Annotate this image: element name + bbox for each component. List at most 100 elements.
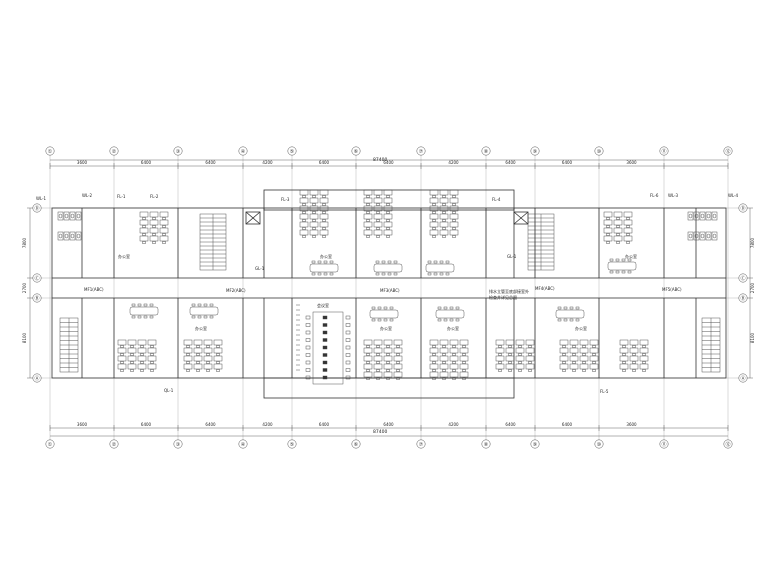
desks-sw-2-chair-0-0: [186, 345, 190, 348]
meeting-table-n2-chair-top-3: [393, 260, 398, 264]
axis-top-11: ⑪: [659, 146, 669, 156]
desks-se-3-chair-1-1: [632, 353, 636, 356]
desks-nw-1-chair-1-1: [152, 225, 156, 228]
axis-top-7-text: ⑦: [419, 149, 424, 155]
toilets-east-b-wc-4: [712, 233, 717, 239]
desks-s-2-chair-3-4: [462, 377, 466, 380]
axis-bottom-5-text: ⑤: [290, 442, 294, 448]
desks-s-1-chair-2-3: [386, 369, 390, 372]
desks-sw-2-desk-1-1: [193, 347, 203, 354]
desks-se-2-desk-1-1: [569, 347, 579, 354]
desks-sw-1-desk-0-2: [117, 355, 127, 362]
axis-top-10-circle: [594, 146, 604, 156]
desks-s-1-chair-0-1: [366, 353, 370, 356]
desks-sw-1-desk-3-2: [147, 355, 157, 362]
desks-s-2-chair-2-3: [452, 369, 456, 372]
desks-ne-1-chair-1-0: [616, 217, 620, 220]
desks-n-1-chair-0-0: [302, 195, 306, 198]
desks-s-1-desk-0-0: [363, 339, 373, 346]
meeting-table-s5-chair-top-1: [563, 306, 568, 310]
dim-bottom-value-6: 4200: [448, 422, 459, 427]
conference-chair-r-4: [345, 345, 351, 350]
desks-se-3-chair-2-0: [642, 345, 646, 348]
label-wl-2: WL-2: [82, 193, 93, 198]
desks-n-2-chair-2-2: [386, 211, 390, 214]
label-gl-1: GL-1: [255, 266, 265, 271]
desks-s-2-chair-1-0: [442, 345, 446, 348]
desks-s-2-desk-0-3: [429, 363, 439, 370]
desks-sw-2-desk-2-1: [203, 347, 213, 354]
meeting-table-s4-chair-top-3: [455, 306, 460, 310]
desks-se-1-desk-0-1: [495, 347, 505, 354]
desks-n-2-desk-2-5: [383, 229, 393, 236]
desks-s-2-chair-1-4: [442, 377, 446, 380]
desks-sw-1-chair-0-0: [120, 345, 124, 348]
desks-sw-1-desk-2-0: [137, 339, 147, 346]
axis-right-4-circle: [738, 203, 748, 213]
desks-se-3-chair-2-3: [642, 369, 646, 372]
bottom-total-dimension: 87400: [373, 429, 387, 435]
desks-n-2-chair-1-2: [376, 211, 380, 214]
toilets-east-a-stall-0: [687, 211, 694, 221]
desks-n-1-desk-0-5: [299, 229, 309, 236]
dim-top-value-7: 6400: [505, 160, 516, 165]
dim-top-value-8: 6400: [562, 160, 573, 165]
desks-nw-1-desk-1-0: [149, 211, 159, 218]
desks-nw-1-chair-0-0: [142, 217, 146, 220]
desks-n-3-desk-1-1: [439, 197, 449, 204]
desks-s-1-chair-1-3: [376, 369, 380, 372]
axis-bottom-2: ②: [109, 439, 119, 449]
desks-n-3-desk-0-2: [429, 205, 439, 212]
desks-sw-1-chair-3-3: [150, 369, 154, 372]
desks-n-2-desk-1-1: [373, 197, 383, 204]
label-mf4: MF4(ABC): [535, 286, 555, 291]
desks-s-1-chair-2-0: [386, 345, 390, 348]
desks-n-3-chair-2-0: [452, 195, 456, 198]
meeting-table-s1-chair-bot-1: [137, 315, 142, 319]
meeting-table-n2-chair-top-2: [387, 260, 392, 264]
meeting-table-s2-chair-top-2: [203, 303, 208, 307]
axis-bottom-8-text: ⑧: [484, 442, 489, 448]
meeting-table-s5-chair-bot-2: [569, 318, 574, 322]
desks-se-3-desk-0-2: [619, 355, 629, 362]
desks-sw-1-desk-2-2: [137, 355, 147, 362]
label-wl-4: WL-4: [728, 193, 739, 198]
meeting-table-s3-chair-bot-1: [377, 318, 382, 322]
desks-n-3-desk-2-4: [449, 221, 459, 228]
axis-bottom-8-circle: [481, 439, 491, 449]
conference-chair-r-7: [345, 368, 351, 372]
axis-left-3-text: Ⓒ: [34, 275, 39, 282]
conference-mark-7: [322, 368, 328, 372]
desks-sw-1-desk-1-2: [127, 355, 137, 362]
meeting-table-s4-chair-top-2: [449, 306, 454, 310]
label-office-5: 办公室: [118, 253, 130, 259]
desks-sw-1-chair-0-1: [120, 353, 124, 356]
desks-sw-2-chair-3-1: [216, 353, 220, 356]
meeting-table-n2-chair-top-0: [375, 260, 380, 264]
label-mf2: MF2(ABC): [226, 288, 246, 293]
dim-bottom-value-5: 6400: [383, 422, 394, 427]
axis-bottom-5-circle: [287, 439, 297, 449]
desks-nw-1-chair-1-0: [152, 217, 156, 220]
meeting-table-ne-chair-bot-1: [615, 270, 620, 274]
toilets-west-a-stall-3: [75, 211, 82, 221]
desks-n-2-desk-1-0: [373, 189, 383, 196]
desks-n-1-desk-0-2: [299, 205, 309, 212]
axis-bottom-1-circle: [45, 439, 55, 449]
toilets-west-b: [57, 231, 82, 241]
desks-se-3-chair-0-2: [622, 361, 626, 364]
toilets-west-a-stall-1: [63, 211, 70, 221]
meeting-table-s2-chair-top-3: [209, 303, 214, 307]
meeting-table-n1-chair-bot-1: [317, 272, 322, 276]
meeting-table-ne-chair-top-0: [609, 258, 614, 262]
conference-mark-8: [322, 375, 328, 380]
meeting-table-n2-chair-bot-3: [393, 272, 398, 276]
axis-bottom-7: ⑦: [416, 439, 426, 449]
conference-mark-5: [322, 353, 328, 357]
desks-n-1-chair-1-1: [312, 203, 316, 206]
desks-n-3-chair-0-0: [432, 195, 436, 198]
conference-chair-l-1: [305, 323, 311, 327]
axis-bottom-10-circle: [594, 439, 604, 449]
